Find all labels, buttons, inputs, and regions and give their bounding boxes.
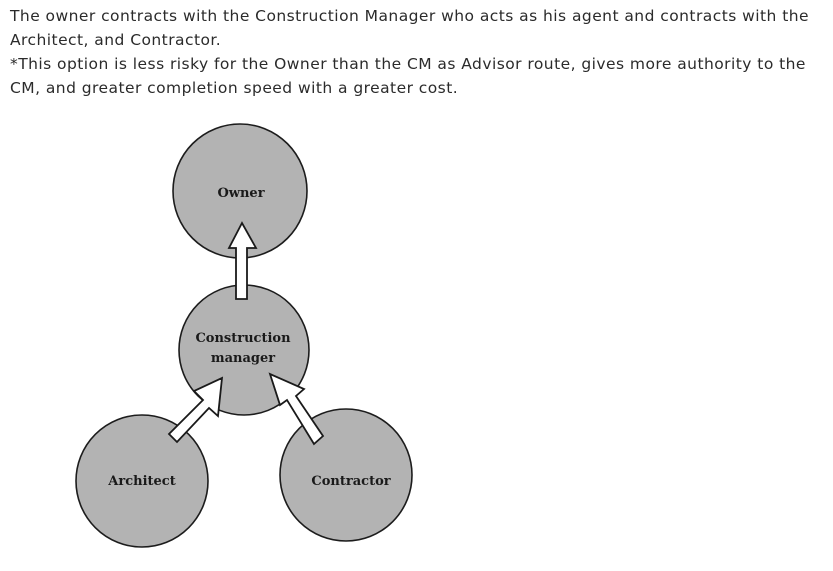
owner-label: Owner	[217, 186, 264, 201]
arrow-contractor-to-cm	[268, 372, 325, 446]
arrow-cm-to-owner	[227, 221, 258, 300]
architect-label: Architect	[107, 474, 175, 489]
intro-paragraph-1: The owner contracts with the Constructio…	[10, 7, 809, 49]
intro-text: The owner contracts with the Constructio…	[10, 4, 825, 100]
contractor-label: Contractor	[311, 474, 390, 489]
arrow-architect-to-cm	[167, 376, 224, 444]
intro-paragraph-2: *This option is less risky for the Owner…	[10, 55, 806, 97]
architect-circle	[75, 414, 209, 548]
node-owner: Owner	[172, 123, 308, 259]
node-architect: Architect	[75, 414, 209, 548]
construction-manager-label-line-2: manager	[211, 351, 275, 366]
node-contractor: Contractor	[279, 408, 413, 542]
construction-manager-label-line-1: Construction	[195, 331, 291, 346]
